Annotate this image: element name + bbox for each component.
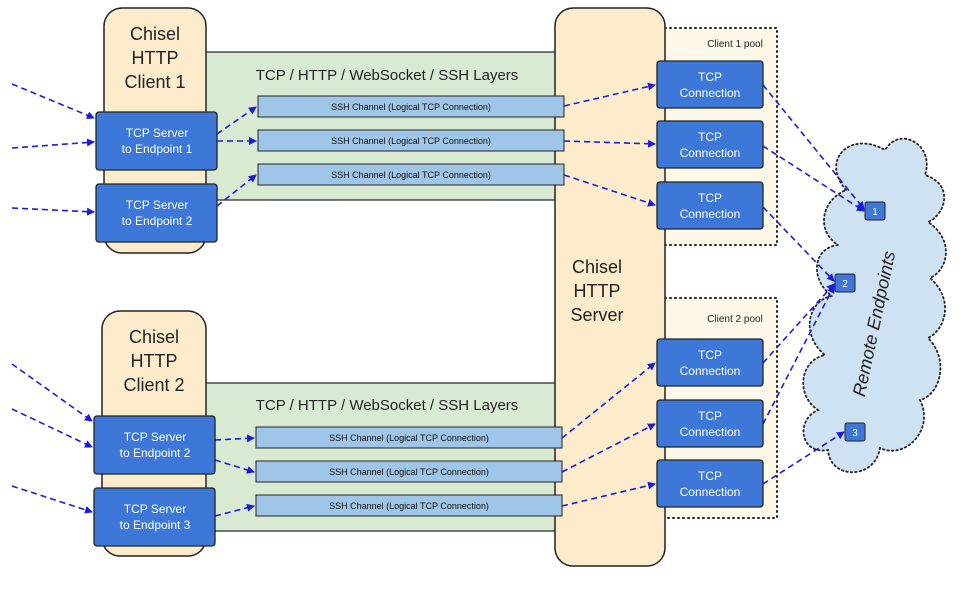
client1-tcp-server-2-line2: to Endpoint 2 bbox=[122, 214, 193, 228]
client2-title-line3: Client 2 bbox=[123, 375, 184, 395]
pool2-tcp-connection-1-line1: TCP bbox=[698, 348, 722, 362]
pool2-tcp-connection-1-line2: Connection bbox=[680, 364, 741, 378]
pool2-tcp-connection-2-line2: Connection bbox=[680, 425, 741, 439]
pool1-tcp-connection-3 bbox=[656, 181, 764, 230]
p2-conn3-to-endpoint3 bbox=[762, 431, 845, 485]
incoming-arrow-c1-b bbox=[11, 138, 95, 149]
c2-channel2-to-conn2 bbox=[561, 423, 656, 473]
pool2-tcp-connection-3 bbox=[656, 459, 764, 508]
pool1-tcp-connection-3-line1: TCP bbox=[698, 191, 722, 205]
pool1-tcp-connection-1 bbox=[656, 60, 764, 109]
incoming-arrow-c1-a bbox=[11, 83, 95, 120]
client2-title-line1: Chisel bbox=[129, 327, 179, 347]
endpoint-3-label: 3 bbox=[852, 428, 858, 439]
client2-tcp-server-2-line2: to Endpoint 3 bbox=[120, 518, 191, 532]
client2-tcp-server-2-line1: TCP Server bbox=[124, 502, 186, 516]
client2-tcp-server-2 bbox=[93, 487, 216, 547]
pool1-tcp-connection-3-line2: Connection bbox=[680, 207, 741, 221]
c1-server1-to-channel1 bbox=[216, 106, 257, 135]
p1-conn2-to-endpoint1 bbox=[762, 145, 865, 212]
endpoint-2-label: 2 bbox=[842, 279, 848, 290]
client1-ssh-channel-1 bbox=[257, 95, 565, 118]
client2-layers-label: TCP / HTTP / WebSocket / SSH Layers bbox=[256, 397, 519, 414]
c2-server1-to-channel1 bbox=[214, 434, 255, 443]
pool1-tcp-connection-1-line1: TCP bbox=[698, 70, 722, 84]
client2-pool-label: Client 2 pool bbox=[707, 314, 763, 325]
pool1-tcp-connection-2 bbox=[656, 120, 764, 169]
endpoint-3-box bbox=[844, 422, 866, 442]
server-title-line3: Server bbox=[570, 305, 623, 325]
client2-tcp-server-1-line1: TCP Server bbox=[124, 430, 186, 444]
pool1-tcp-connection-2-line2: Connection bbox=[680, 146, 741, 160]
pool1-tcp-connection-2-line1: TCP bbox=[698, 130, 722, 144]
c1-channel1-to-conn1 bbox=[563, 82, 656, 107]
client1-ssh-channel-3-label: SSH Channel (Logical TCP Connection) bbox=[331, 170, 491, 180]
client1-layers-label: TCP / HTTP / WebSocket / SSH Layers bbox=[256, 67, 519, 84]
client1-ssh-channel-2 bbox=[257, 129, 565, 152]
pool2-tcp-connection-3-line1: TCP bbox=[698, 469, 722, 483]
client1-title-line1: Chisel bbox=[130, 24, 180, 44]
client2-ssh-channel-3-label: SSH Channel (Logical TCP Connection) bbox=[329, 501, 489, 511]
incoming-arrow-c2-a bbox=[11, 363, 93, 422]
connection-arrows bbox=[11, 82, 865, 517]
incoming-arrow-c2-c bbox=[11, 485, 93, 514]
client1-tcp-server-2-line1: TCP Server bbox=[126, 198, 188, 212]
c2-server2-to-channel3 bbox=[214, 503, 255, 517]
p1-conn3-to-endpoint2 bbox=[762, 206, 835, 282]
pool1-tcp-connection-1-line2: Connection bbox=[680, 86, 741, 100]
client2-tcp-server-1 bbox=[93, 415, 216, 475]
c1-channel2-to-conn2 bbox=[563, 139, 656, 148]
client1-tcp-server-1-line2: to Endpoint 1 bbox=[122, 142, 193, 156]
p1-conn1-to-endpoint1 bbox=[762, 84, 865, 210]
c1-server2-to-channel3 bbox=[216, 174, 257, 207]
endpoint-1-box bbox=[864, 201, 886, 221]
client1-ssh-channel-2-label: SSH Channel (Logical TCP Connection) bbox=[331, 136, 491, 146]
client1-tcp-server-1-line1: TCP Server bbox=[126, 126, 188, 140]
client1-ssh-channel-3 bbox=[257, 163, 565, 186]
incoming-arrow-c2-b bbox=[11, 408, 93, 448]
client2-ssh-channel-2-label: SSH Channel (Logical TCP Connection) bbox=[329, 467, 489, 477]
client2-tcp-server-1-line2: to Endpoint 2 bbox=[120, 446, 191, 460]
p2-conn1-to-endpoint2 bbox=[762, 283, 835, 364]
client1-tcp-server-2 bbox=[95, 183, 218, 243]
incoming-arrow-c1-c bbox=[11, 207, 95, 216]
endpoint-1-label: 1 bbox=[872, 207, 878, 218]
p2-conn2-to-endpoint2 bbox=[762, 285, 835, 425]
pool2-tcp-connection-2-line1: TCP bbox=[698, 409, 722, 423]
client1-title-line3: Client 1 bbox=[124, 72, 185, 92]
client1-title-line2: HTTP bbox=[132, 48, 179, 68]
client1-tcp-server-1 bbox=[95, 111, 218, 171]
c2-channel3-to-conn3 bbox=[561, 481, 656, 507]
server-title-line2: HTTP bbox=[574, 281, 621, 301]
client1-pool-label: Client 1 pool bbox=[707, 39, 763, 50]
client2-ssh-channel-1-label: SSH Channel (Logical TCP Connection) bbox=[329, 433, 489, 443]
endpoint-2-box bbox=[834, 273, 856, 293]
pool2-tcp-connection-2 bbox=[656, 399, 764, 448]
client2-title-line2: HTTP bbox=[131, 351, 178, 371]
server-box bbox=[554, 7, 666, 567]
pool2-tcp-connection-3-line2: Connection bbox=[680, 485, 741, 499]
server-title-line1: Chisel bbox=[572, 257, 622, 277]
c2-server1-to-channel2 bbox=[214, 459, 255, 474]
remote-endpoints-cloud bbox=[802, 137, 947, 474]
client1-ssh-channel-1-label: SSH Channel (Logical TCP Connection) bbox=[331, 102, 491, 112]
pool2-tcp-connection-1 bbox=[656, 338, 764, 387]
c1-channel3-to-conn3 bbox=[563, 174, 656, 207]
